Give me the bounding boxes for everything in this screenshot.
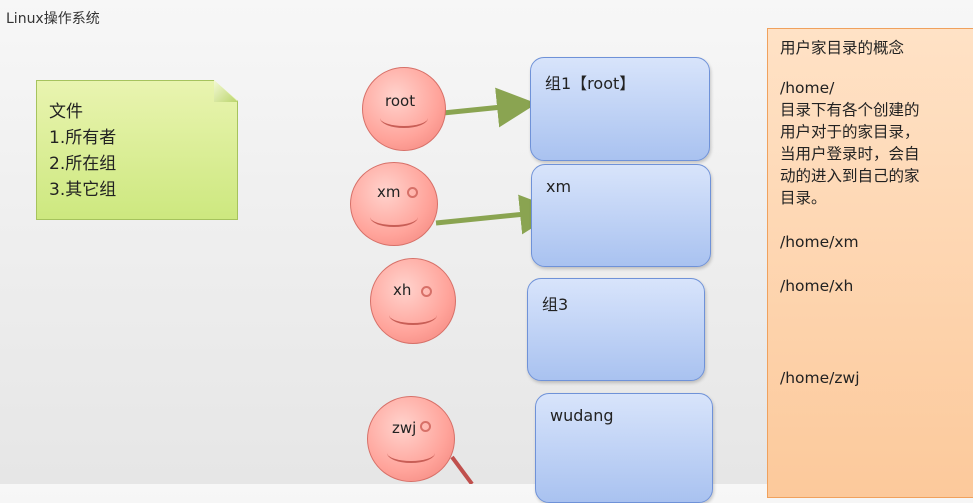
group-label: 组1【root】 [545, 74, 636, 93]
smile [370, 207, 418, 227]
note-line: 3.其它组 [49, 180, 117, 200]
note-line: 文件 [49, 102, 83, 122]
group-box-wudang: wudang [535, 393, 713, 503]
user-label: root [385, 92, 416, 110]
arrow-xm-to-group-xm [435, 194, 560, 235]
user-face-xh: xh [370, 258, 456, 344]
arrows-layer [435, 87, 560, 484]
smile [387, 443, 435, 463]
user-face-xm: xm [350, 162, 438, 246]
group-box-group3: 组3 [527, 278, 705, 381]
user-face-zwj: zwj [367, 396, 455, 482]
panel-title: 用户家目录的概念 [780, 39, 905, 57]
panel-description-line: 动的进入到自己的家 [780, 167, 920, 185]
panel-description-line: 当用户登录时，会自 [780, 145, 920, 163]
user-face-root: root [362, 67, 446, 151]
group-label: wudang [550, 406, 614, 425]
group-box-group1: 组1【root】 [530, 57, 710, 161]
spacer [780, 59, 973, 77]
user-label: xh [393, 281, 412, 299]
group-label: 组3 [542, 295, 569, 314]
user-label: xm [377, 183, 401, 201]
group-box-xm: xm [531, 164, 711, 267]
group-label: xm [546, 177, 572, 196]
slide-title: Linux操作系统 [6, 11, 100, 27]
user-label: zwj [392, 419, 417, 437]
eye [421, 286, 432, 297]
home-path-zwj: /home/zwj [780, 369, 860, 387]
home-directory-panel: 用户家目录的概念 /home/ 目录下有各个创建的 用户对于的家目录， 当用户登… [767, 28, 973, 498]
spacer [780, 253, 973, 275]
arrow-root-to-group1 [442, 87, 537, 128]
note-line: 2.所在组 [49, 154, 117, 174]
spacer [780, 297, 973, 367]
smile [380, 108, 428, 128]
note-line: 1.所有者 [49, 128, 117, 148]
home-path: /home/ [780, 79, 835, 97]
file-permissions-note: 文件 1.所有者 2.所在组 3.其它组 [36, 80, 238, 220]
home-path-xm: /home/xm [780, 233, 859, 251]
smile [389, 305, 437, 325]
panel-description-line: 目录下有各个创建的 [780, 101, 920, 119]
panel-description-line: 目录。 [780, 189, 827, 207]
arrow-zwj-to-group-wudang [450, 455, 474, 484]
panel-description-line: 用户对于的家目录， [780, 123, 920, 141]
spacer [780, 209, 973, 231]
eye [407, 187, 418, 198]
home-path-xh: /home/xh [780, 277, 854, 295]
eye [420, 421, 431, 432]
